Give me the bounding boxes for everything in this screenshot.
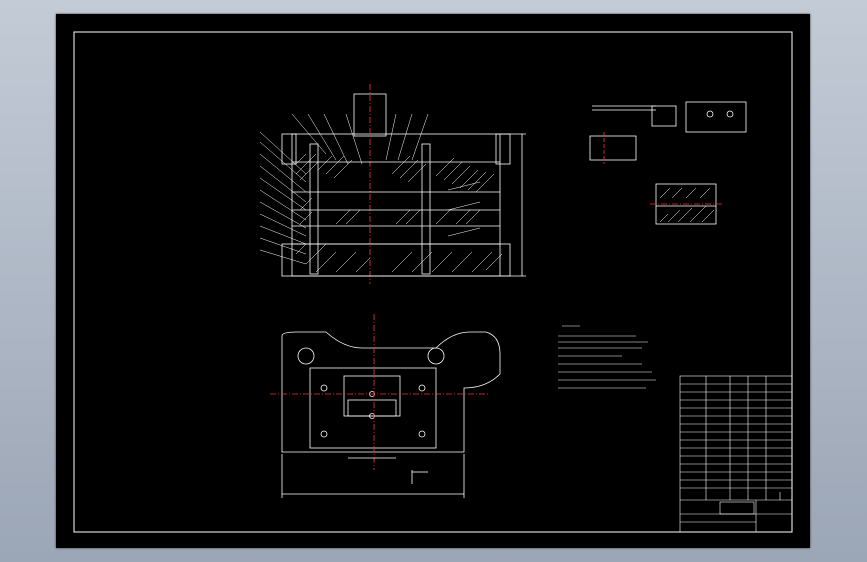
leader-lines xyxy=(259,113,481,265)
punch-area xyxy=(343,375,401,417)
section-view xyxy=(281,84,526,284)
pillar-hole-left xyxy=(297,347,315,365)
part-views xyxy=(589,101,747,225)
part-view-small xyxy=(651,105,677,127)
lower-base xyxy=(281,243,511,277)
die-plate xyxy=(309,367,437,449)
section-hatching xyxy=(295,153,503,273)
plan-view xyxy=(270,314,501,498)
cavity xyxy=(347,399,397,417)
title-block xyxy=(679,375,793,533)
part-view-block xyxy=(589,135,637,161)
bom-table xyxy=(679,375,793,533)
base-plate-outline xyxy=(281,331,501,453)
drawing-number-box xyxy=(719,501,755,515)
part-view-plate xyxy=(685,101,747,133)
guide-pillar-left xyxy=(309,143,319,275)
inner-border xyxy=(73,31,793,533)
pillar-hole-right xyxy=(427,347,445,365)
drawing-sheet xyxy=(56,14,810,548)
tech-requirements xyxy=(558,325,656,389)
cad-drawing xyxy=(73,31,793,533)
guide-pillar-right xyxy=(421,143,431,275)
